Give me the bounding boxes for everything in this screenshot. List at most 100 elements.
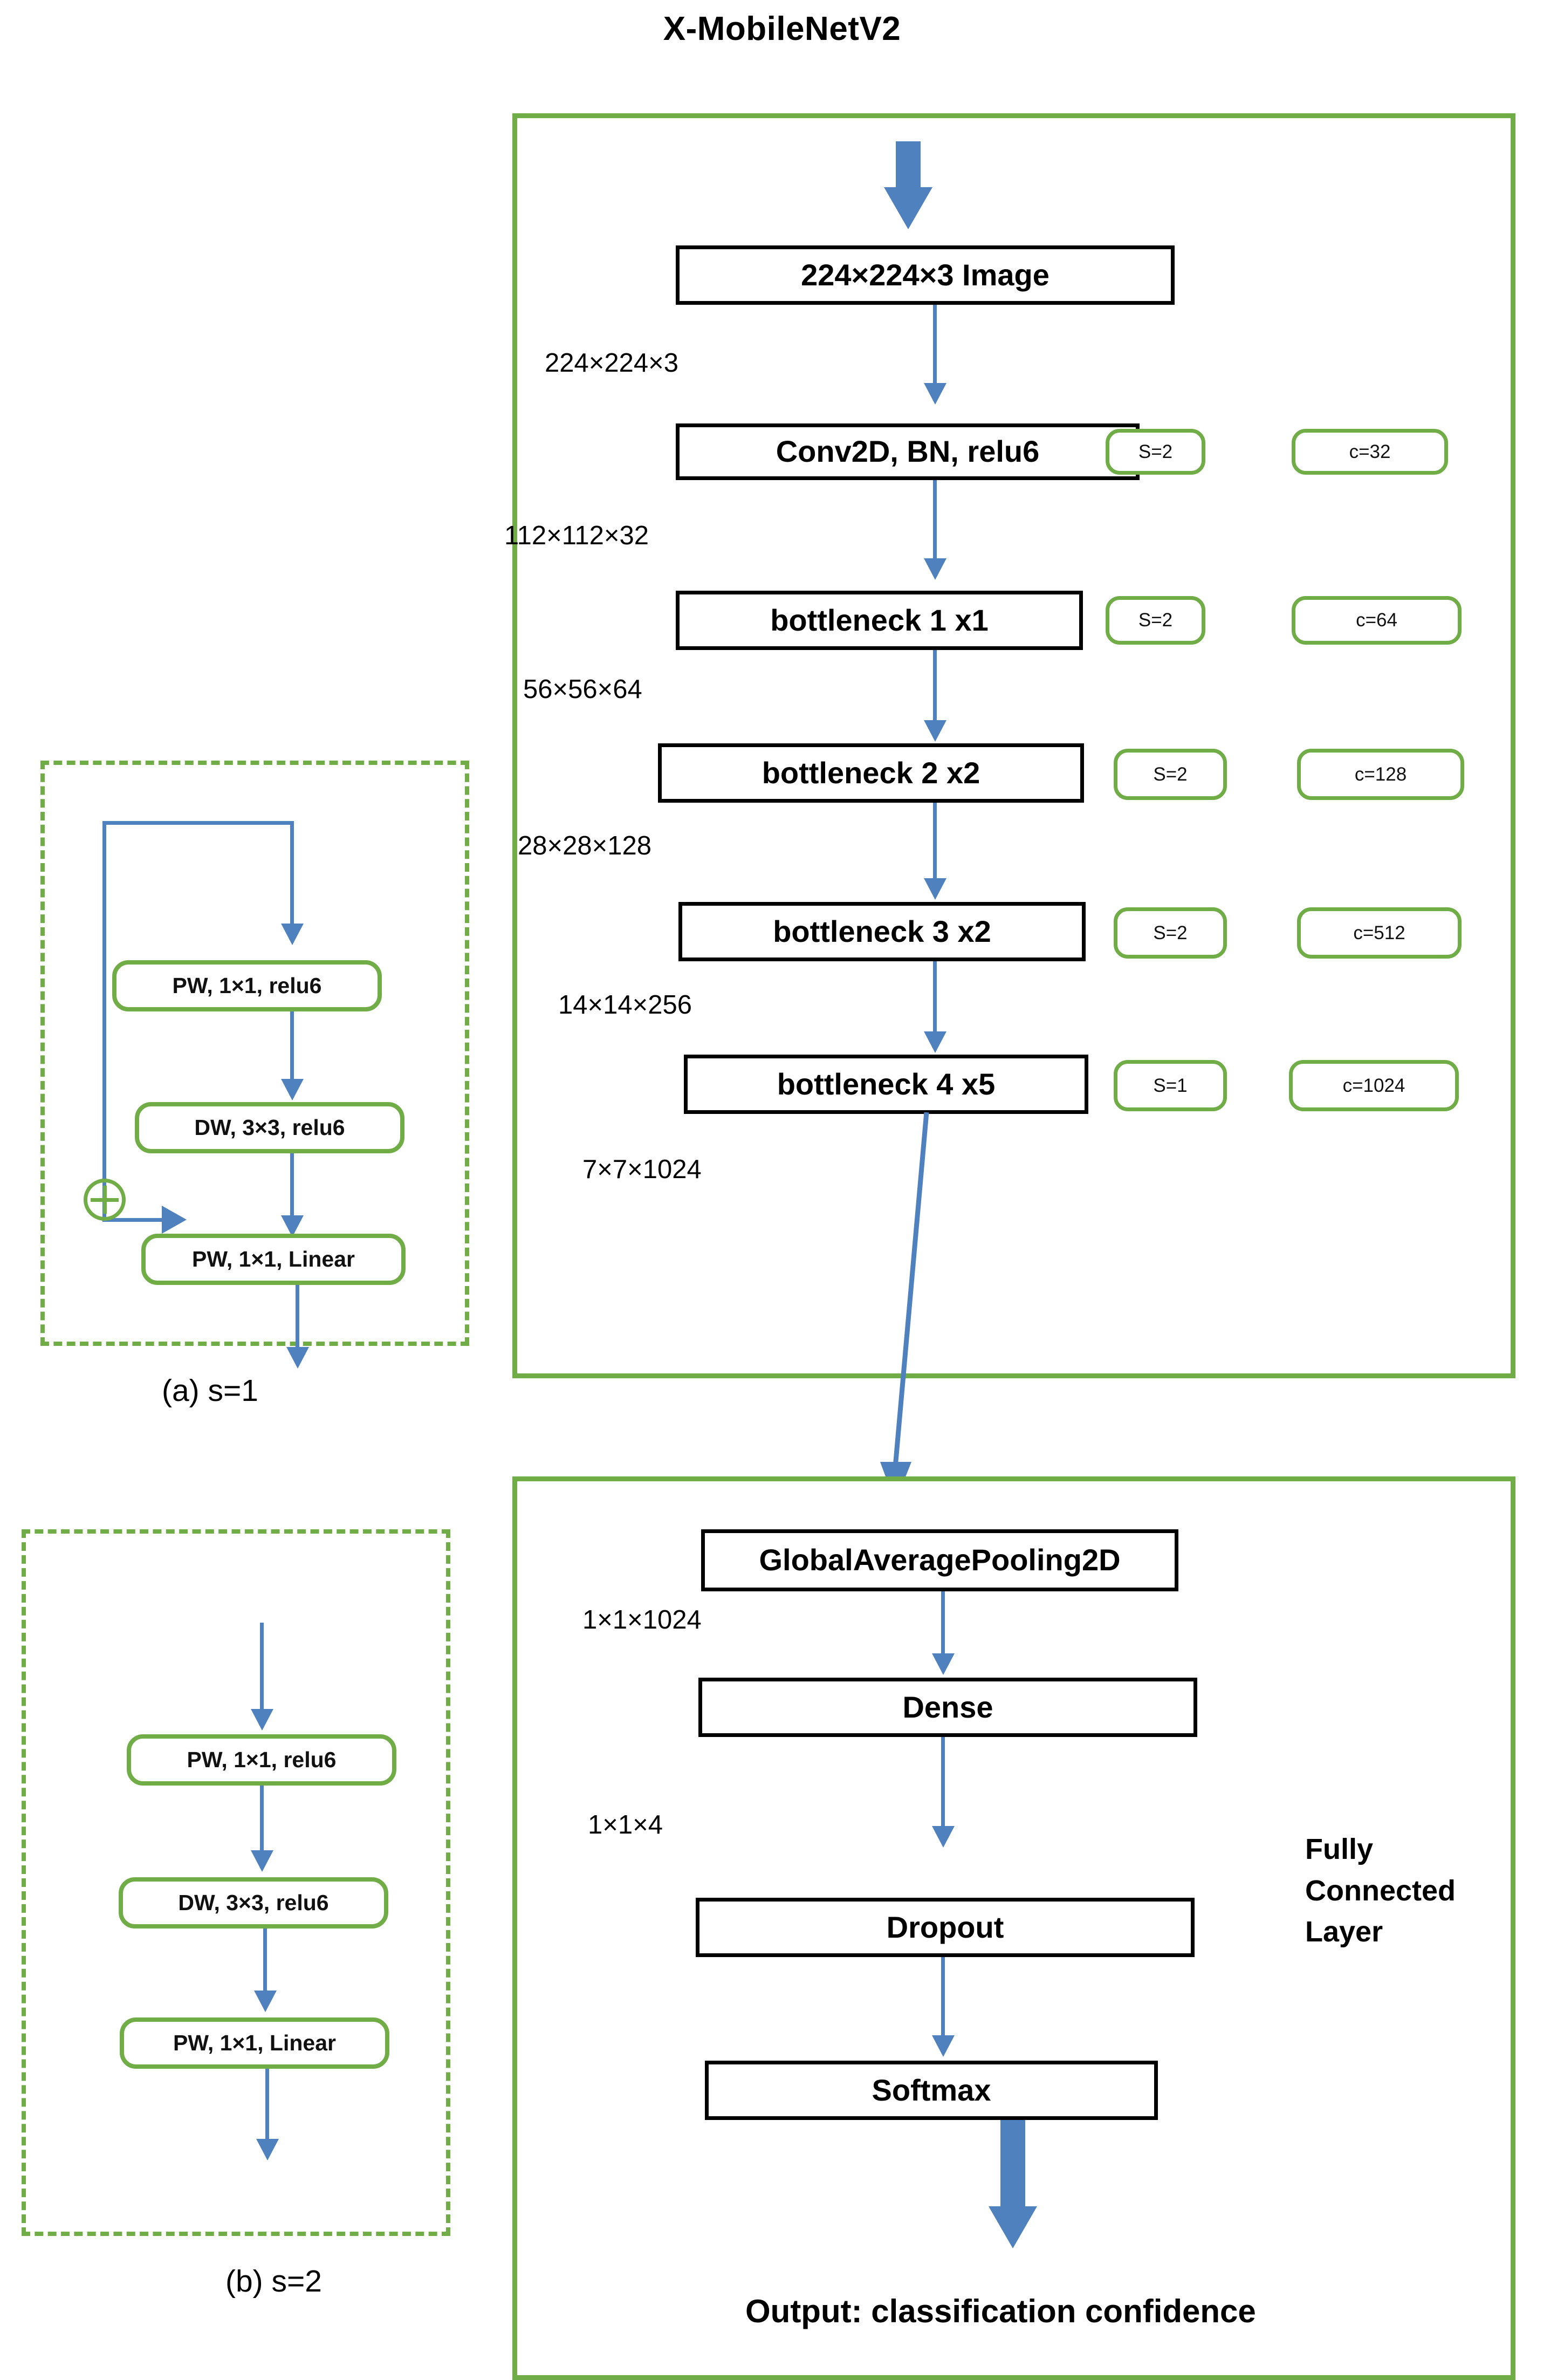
block-a-skip-top (102, 821, 294, 825)
block-a-connector-1-head (281, 1079, 304, 1100)
block-b-box-label: PW, 1×1, Linear (173, 2030, 336, 2055)
node-label: bottleneck 2 x2 (762, 755, 980, 790)
fully-connected-side-label: Fully Connected Layer (1305, 1829, 1456, 1953)
stride-badge-5: S=1 (1114, 1060, 1227, 1111)
block-a-connector-1-shaft (290, 1011, 294, 1079)
fc-label-line-1: Fully (1305, 1833, 1374, 1865)
node-global-average-pooling: GlobalAveragePooling2D (701, 1529, 1178, 1591)
connector-5-shaft (933, 961, 937, 1031)
fc-label-line-2: Connected (1305, 1874, 1456, 1907)
node-label: bottleneck 4 x5 (777, 1066, 996, 1101)
node-bottleneck-2: bottleneck 2 x2 (658, 743, 1084, 803)
node-bottleneck-3: bottleneck 3 x2 (678, 902, 1086, 961)
tensor-label-56: 56×56×64 (523, 675, 642, 704)
stride-badge-label: S=1 (1153, 1075, 1188, 1096)
channel-badge-5: c=1024 (1289, 1060, 1459, 1111)
tensor-label-1x1x4: 1×1×4 (588, 1810, 663, 1839)
block-a-pw-relu6: PW, 1×1, relu6 (112, 960, 382, 1011)
block-b-connector-2-shaft (263, 1928, 267, 1991)
channel-badge-2: c=64 (1292, 596, 1462, 645)
node-label: GlobalAveragePooling2D (759, 1543, 1121, 1577)
node-dropout: Dropout (696, 1898, 1195, 1957)
output-arrow-shaft (1000, 2120, 1025, 2206)
stride-badge-4: S=2 (1114, 907, 1227, 959)
connector-4-head (924, 878, 946, 900)
block-b-box-label: PW, 1×1, relu6 (187, 1747, 337, 1772)
block-b-connector-out-shaft (265, 2069, 269, 2139)
stride-badge-2: S=2 (1106, 596, 1205, 645)
node-label: Conv2D, BN, relu6 (776, 434, 1040, 469)
node-label: bottleneck 3 x2 (773, 914, 991, 948)
block-a-connector-out-shaft (296, 1285, 299, 1347)
tensor-label-112: 112×112×32 (504, 521, 649, 550)
entry-arrow-shaft (896, 141, 921, 187)
block-a-skip-top-head (281, 924, 304, 945)
stride-badge-label: S=2 (1153, 763, 1188, 785)
block-a-box-label: PW, 1×1, relu6 (172, 973, 322, 998)
connector-4-shaft (933, 803, 937, 878)
connector-1-head (924, 383, 946, 405)
channel-badge-4: c=512 (1297, 907, 1462, 959)
fc-label-line-3: Layer (1305, 1916, 1383, 1948)
stride-badge-3: S=2 (1114, 749, 1227, 800)
stride-badge-1: S=2 (1106, 429, 1205, 475)
block-b-connector-in-shaft (260, 1623, 264, 1709)
tensor-label-224: 224×224×3 (545, 348, 678, 378)
channel-badge-3: c=128 (1297, 749, 1464, 800)
backbone-to-fc-connector (880, 1112, 929, 1503)
block-a-skip-arrow-right (162, 1206, 187, 1234)
channel-badge-label: c=32 (1349, 441, 1391, 462)
node-label: bottleneck 1 x1 (770, 603, 989, 637)
node-bottleneck-1: bottleneck 1 x1 (676, 591, 1083, 650)
connector-3-head (924, 720, 946, 742)
channel-badge-label: c=1024 (1342, 1075, 1405, 1096)
node-label: 224×224×3 Image (801, 257, 1049, 292)
block-a-dw-relu6: DW, 3×3, relu6 (135, 1102, 404, 1153)
block-b-pw-relu6: PW, 1×1, relu6 (127, 1734, 396, 1786)
stride-badge-label: S=2 (1153, 922, 1188, 943)
tensor-label-7: 7×7×1024 (582, 1155, 702, 1184)
block-b-connector-out-head (256, 2139, 279, 2160)
block-b-connector-2-head (254, 1991, 277, 2012)
block-a-pw-linear: PW, 1×1, Linear (141, 1234, 406, 1285)
node-label: Dropout (886, 1910, 1004, 1944)
tensor-label-14: 14×14×256 (558, 990, 692, 1020)
connector-fc-3-head (932, 2035, 955, 2057)
block-a-box-label: DW, 3×3, relu6 (194, 1115, 345, 1140)
block-a-skip-bottom (102, 1218, 164, 1222)
block-a-skip-down-left (102, 821, 106, 1220)
node-label: Softmax (872, 2073, 991, 2107)
block-a-connector-2-head (281, 1215, 304, 1237)
page-title: X-MobileNetV2 (663, 10, 901, 47)
connector-1-shaft (933, 305, 937, 383)
block-b-box-label: DW, 3×3, relu6 (178, 1890, 329, 1915)
output-arrow-head (989, 2206, 1037, 2248)
node-dense: Dense (698, 1678, 1197, 1737)
connector-2-shaft (933, 480, 937, 558)
connector-fc-1-shaft (941, 1591, 945, 1653)
connector-fc-2-head (932, 1826, 955, 1848)
tensor-label-1x1x1024: 1×1×1024 (582, 1605, 702, 1634)
block-a-connector-2-shaft (290, 1153, 294, 1215)
block-b-connector-in-head (251, 1709, 273, 1731)
block-a-box-label: PW, 1×1, Linear (192, 1247, 355, 1271)
connector-3-shaft (933, 650, 937, 720)
block-b-dw-relu6: DW, 3×3, relu6 (119, 1877, 388, 1928)
channel-badge-label: c=512 (1353, 922, 1405, 943)
node-bottleneck-4: bottleneck 4 x5 (684, 1055, 1088, 1114)
block-a-connector-out-head (286, 1347, 309, 1369)
connector-5-head (924, 1031, 946, 1053)
stride-badge-label: S=2 (1138, 441, 1173, 462)
residual-add-icon (84, 1179, 126, 1221)
node-conv2d: Conv2D, BN, relu6 (676, 423, 1140, 480)
connector-2-head (924, 558, 946, 580)
channel-badge-1: c=32 (1292, 429, 1448, 475)
block-b-caption: (b) s=2 (225, 2264, 322, 2299)
tensor-label-28: 28×28×128 (518, 831, 651, 860)
connector-fc-1-head (932, 1653, 955, 1675)
channel-badge-label: c=64 (1356, 610, 1397, 631)
connector-fc-3-shaft (941, 1957, 945, 2035)
block-a-skip-into-top (290, 821, 294, 924)
stride-badge-label: S=2 (1138, 610, 1173, 631)
node-label: Dense (902, 1690, 993, 1724)
